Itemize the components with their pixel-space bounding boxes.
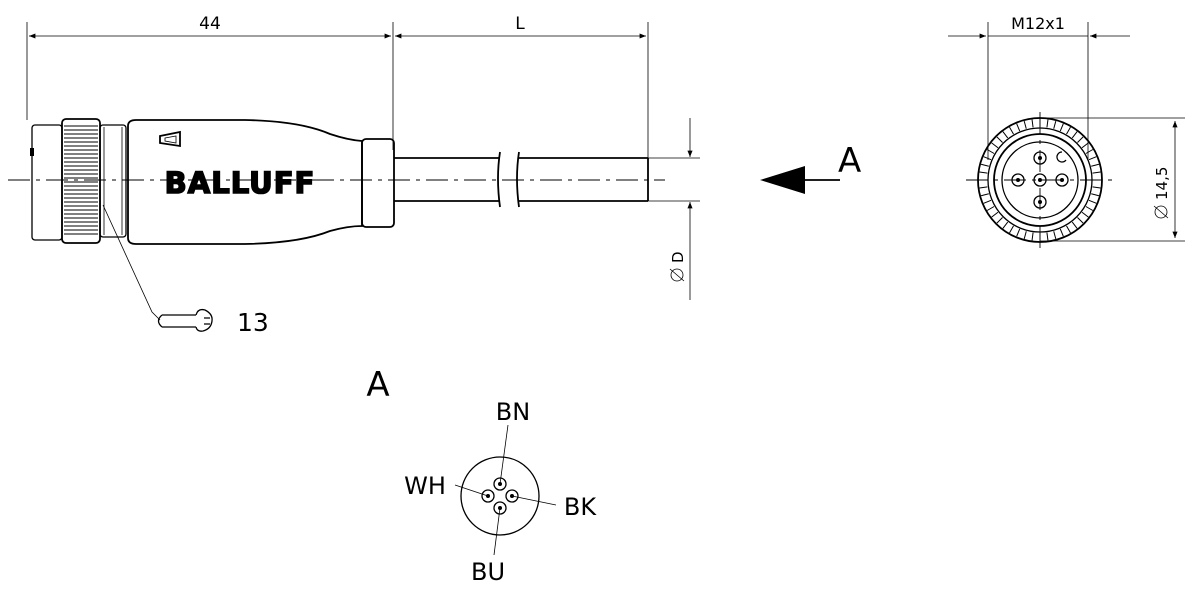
thread-label: M12x1 [1011,14,1065,33]
knurl-lines [64,125,98,235]
end-view: M12x1 14,5 [948,14,1185,250]
side-view: 44 L BALLUFF [8,14,861,337]
pin-right [505,489,519,503]
dimension-connector-length: 44 [26,14,394,150]
connector-body: BALLUFF [127,119,395,245]
dimension-cable-length: L [395,14,649,200]
cable [394,151,649,208]
dimension-l-label: L [515,14,525,34]
diameter-icon [669,268,685,282]
dimension-d-label: D [669,251,687,263]
pinout-view: A BN WH BK BU [366,365,597,586]
diameter-icon [1153,205,1169,219]
face-pins [1011,151,1069,209]
view-marker-label: A [838,141,861,181]
outer-diameter-label: 14,5 [1153,167,1171,200]
connector-face [966,112,1114,250]
pin-label-bk: BK [564,493,597,521]
pin-bottom [493,501,507,515]
wrench-icon [157,308,213,332]
dimension-outer-diameter: 14,5 [1040,117,1185,242]
view-arrow: A [760,141,861,194]
wrench-size-label: 13 [237,308,269,337]
dimension-cable-diameter: D [648,118,700,300]
pin-left [481,489,495,503]
pinout-title: A [366,365,389,405]
pin-label-bu: BU [471,558,505,586]
wrench-callout: 13 [102,204,269,337]
pinout-pins [481,477,519,515]
pinout-leaders [454,424,557,556]
dimension-thread: M12x1 [948,14,1130,160]
view-arrow-icon [760,166,840,194]
coupling-nut [30,118,127,244]
pin-label-wh: WH [404,472,446,500]
dimension-44-label: 44 [199,14,221,34]
pin-top [493,477,507,491]
pin-label-bn: BN [496,398,530,426]
brand-logo: BALLUFF [165,166,316,200]
pinout-outline [460,456,540,536]
